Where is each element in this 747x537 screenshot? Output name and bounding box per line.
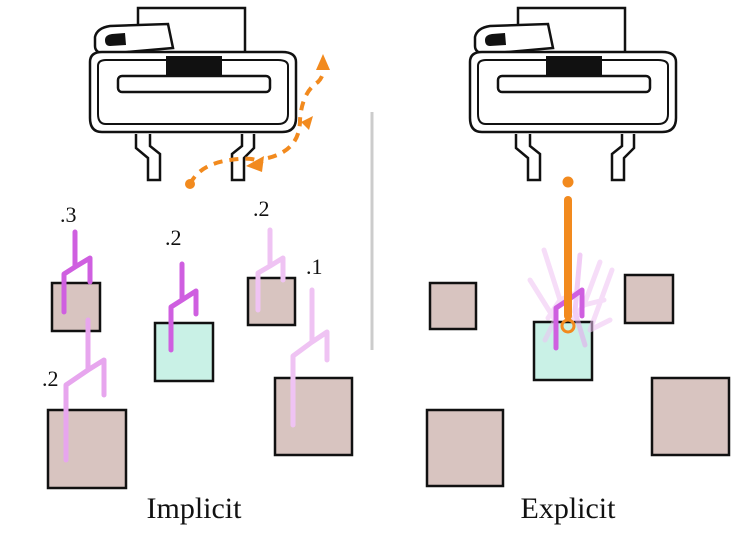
motion-arrow-icon-mid <box>301 116 313 130</box>
caption-implicit: Implicit <box>146 492 242 525</box>
target-block-left <box>153 321 215 383</box>
robot-scanner-icon-left <box>88 6 298 182</box>
motion-start-dot-right <box>562 176 574 188</box>
block-e <box>428 281 478 331</box>
motion-end-ring <box>560 318 576 334</box>
probability-label-3: .2 <box>253 196 270 221</box>
gripper-path-4 <box>290 287 330 428</box>
block-a <box>50 281 102 333</box>
gripper-path-1 <box>61 229 93 315</box>
motion-arrow-icon-up <box>316 54 330 70</box>
probability-label-4: .1 <box>306 254 323 279</box>
gripper-trajectories-left <box>61 227 330 463</box>
probability-label-5: .2 <box>42 366 59 391</box>
gripper-path-3 <box>255 227 286 313</box>
probability-label-1: .3 <box>60 202 77 227</box>
robot-scanner-icon-right <box>468 6 678 182</box>
motion-arrow-icon-down <box>246 156 264 172</box>
robot-motion-left <box>185 54 330 189</box>
motion-start-dot <box>185 179 195 189</box>
block-b <box>246 276 297 327</box>
caption-explicit: Explicit <box>520 492 616 525</box>
block-h <box>650 376 731 457</box>
block-d <box>273 376 354 457</box>
gripper-path-2 <box>168 261 199 353</box>
block-f <box>623 273 675 325</box>
robot-motion-right <box>560 176 576 334</box>
gripper-path-5 <box>63 317 107 463</box>
probability-label-2: .2 <box>165 225 182 250</box>
block-c <box>46 408 128 490</box>
block-g <box>425 408 505 488</box>
